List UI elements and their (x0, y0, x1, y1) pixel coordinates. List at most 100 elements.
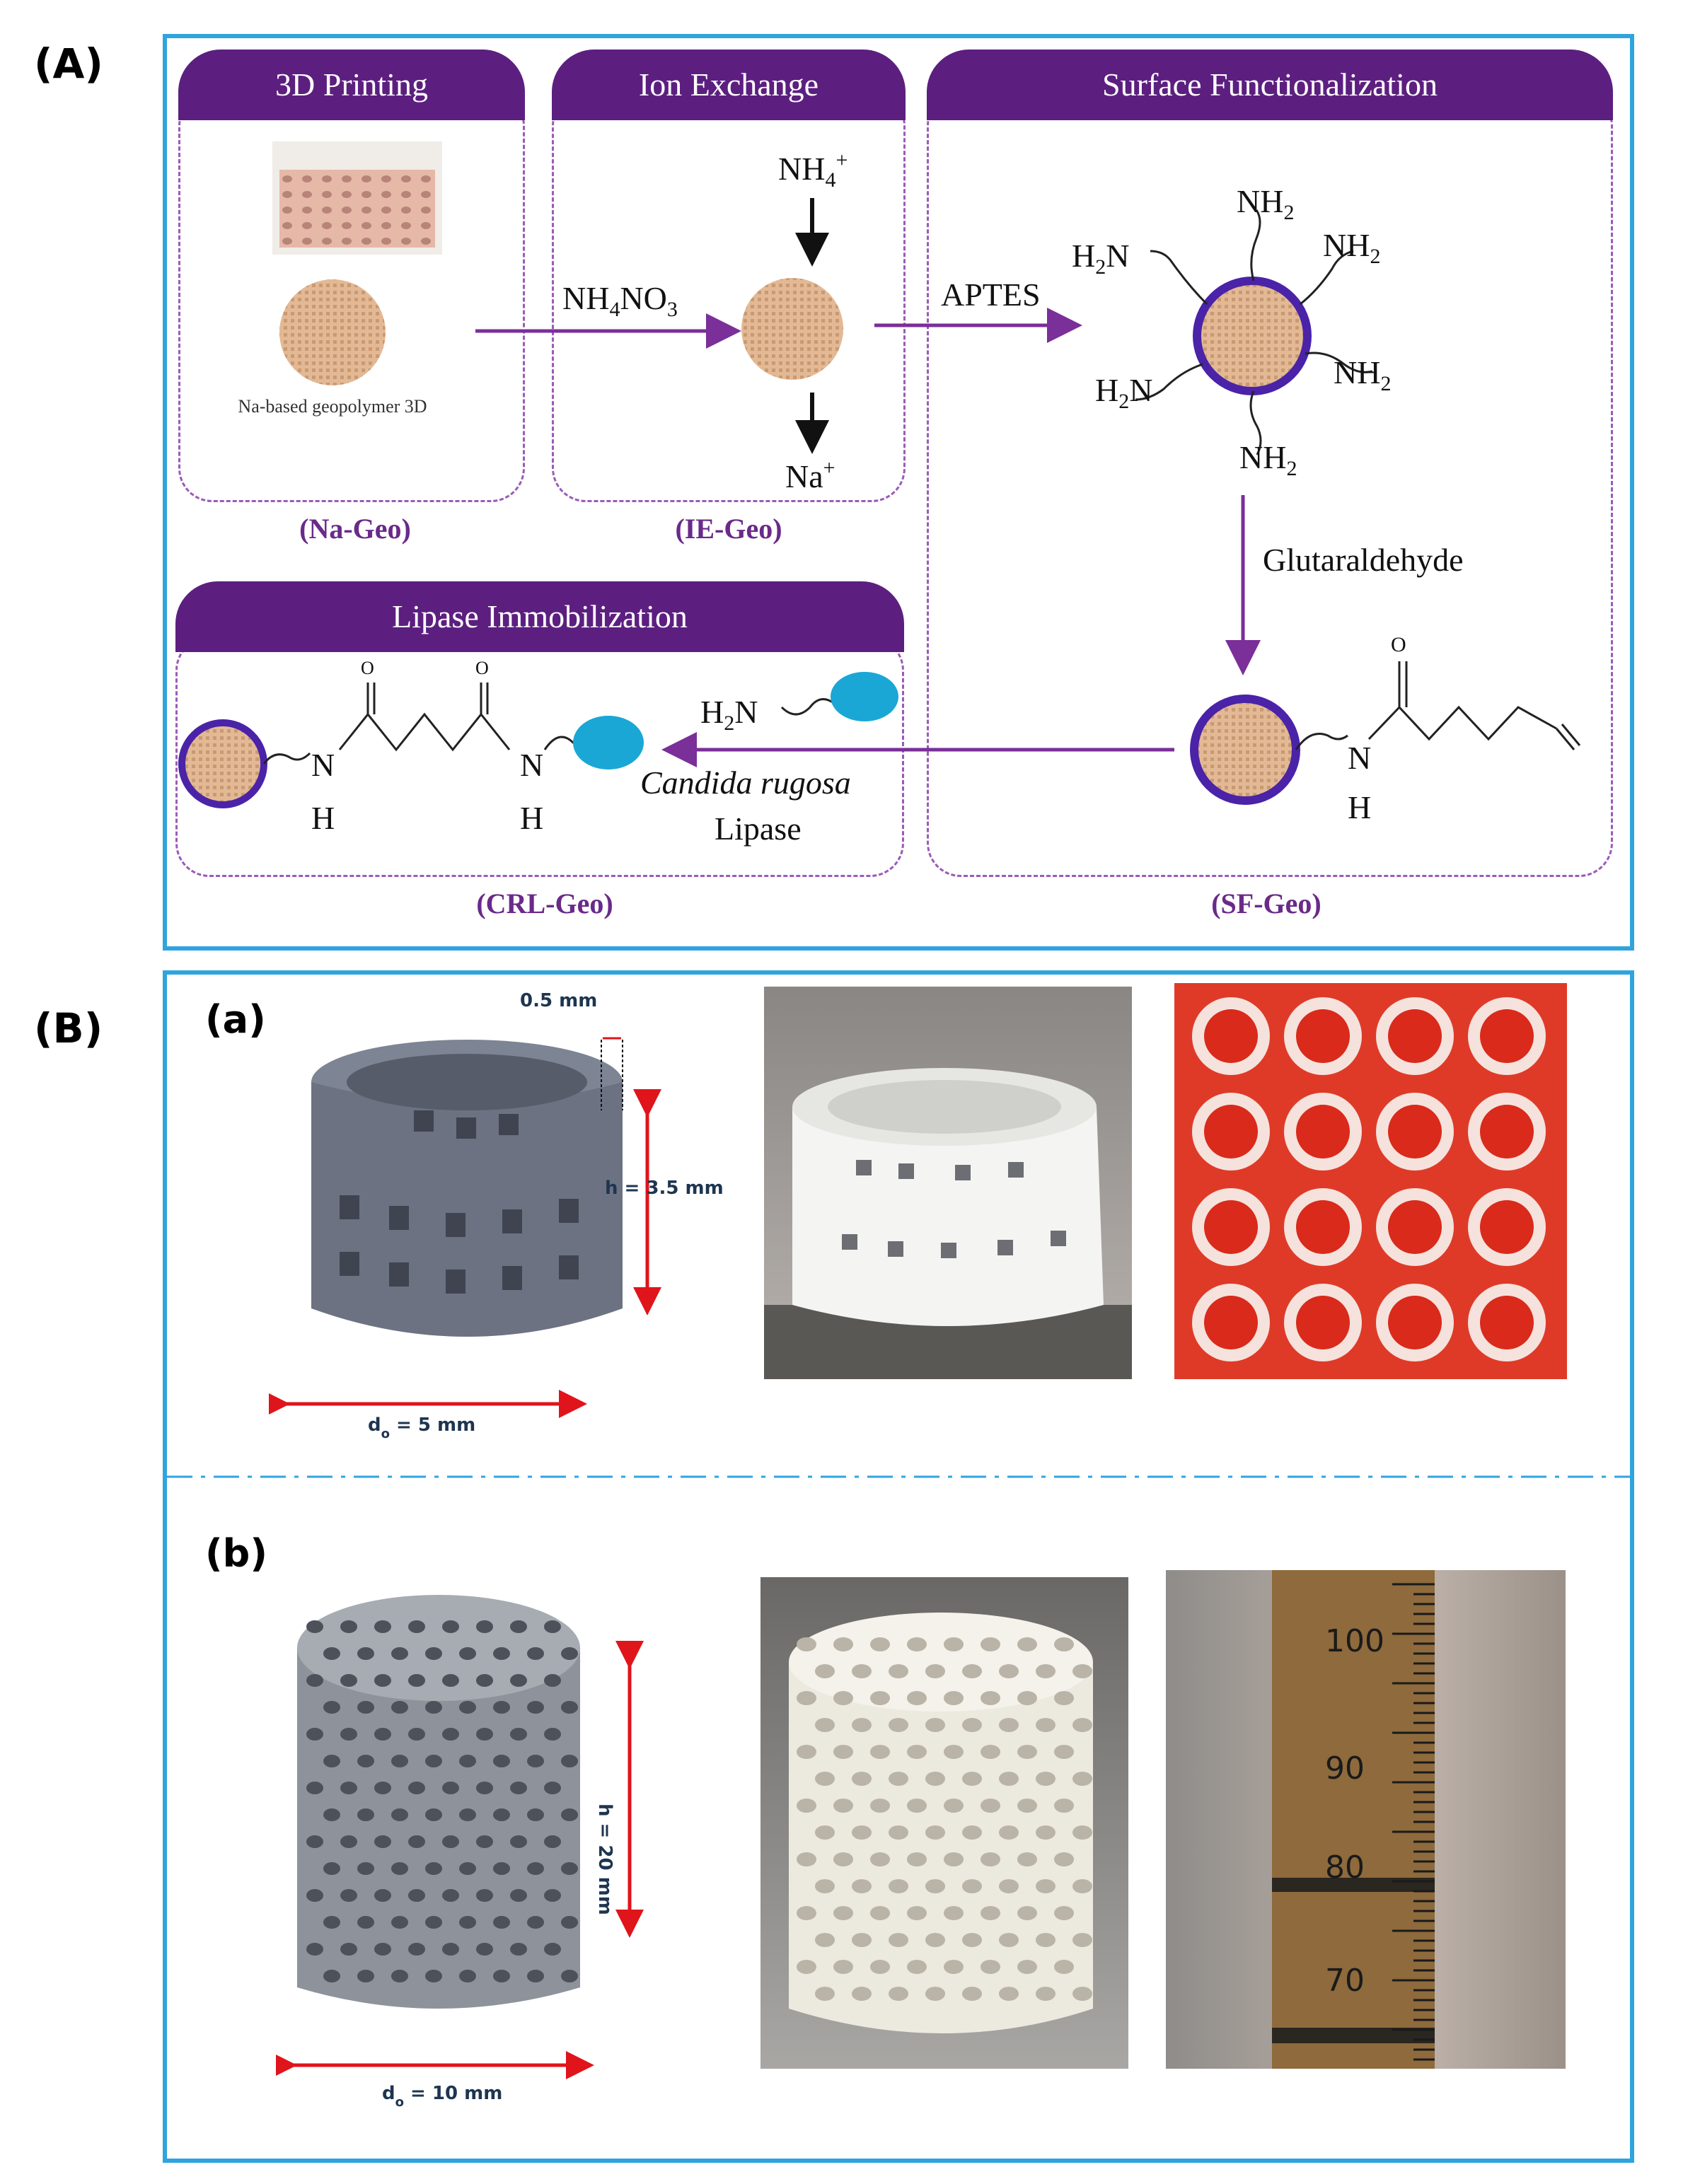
lattice-hole (1054, 1799, 1074, 1813)
glutaraldehyde-label: Glutaraldehyde (1263, 542, 1464, 578)
lattice-hole (306, 1728, 323, 1741)
lattice-hole (1054, 1852, 1074, 1866)
sf-o-label: O (1391, 633, 1406, 656)
lattice-hole (306, 1674, 323, 1687)
lattice-hole (999, 1718, 1019, 1732)
sf-geo-particle (1190, 661, 1581, 805)
nh4no3-label: NH4NO3 (562, 280, 678, 321)
caption-na-geo: (Na-Geo) (299, 513, 411, 545)
lattice-hole (425, 1916, 442, 1929)
lattice-hole (442, 1943, 459, 1956)
well-liquid (1388, 1009, 1442, 1063)
lattice-hole (1036, 1987, 1056, 2001)
well-liquid (1388, 1105, 1442, 1158)
lattice-hole (493, 1808, 510, 1821)
lattice-hole (833, 1960, 853, 1974)
caption-sf-geo: (SF-Geo) (1211, 888, 1321, 919)
crl-h1-label: H (311, 800, 335, 836)
sub-b-label: (b) (205, 1531, 268, 1576)
well-liquid (1296, 1009, 1350, 1063)
well-liquid (1388, 1296, 1442, 1349)
well-liquid (1388, 1200, 1442, 1254)
lattice-hole (476, 1943, 493, 1956)
lattice-hole (425, 1862, 442, 1875)
lattice-hole (340, 1674, 357, 1687)
lattice-hole (907, 1852, 927, 1866)
lattice-hole (425, 1647, 442, 1660)
lattice-hole (999, 1772, 1019, 1786)
sf-n-label: N (1348, 740, 1372, 776)
exchange-header: Ion Exchange (552, 50, 906, 120)
lattice-hole (357, 1916, 374, 1929)
lattice-hole (944, 1745, 964, 1759)
lattice-hole (1036, 1664, 1056, 1678)
crl-geo-product (178, 682, 644, 808)
enzyme-type-label: Lipase (715, 811, 802, 847)
lattice-hole (1017, 1960, 1037, 1974)
lattice-hole (1054, 1745, 1074, 1759)
height-a-label: h = 3.5 mm (605, 1178, 724, 1199)
lattice-hole (797, 1691, 816, 1705)
lattice-hole (374, 1889, 391, 1902)
lattice-hole (925, 1987, 945, 2001)
lattice-hole (1017, 1906, 1037, 1920)
lattice-hole (306, 1889, 323, 1902)
lattice-hole (391, 1647, 408, 1660)
crl-n2-label: N (520, 747, 544, 783)
lattice-hole (323, 1970, 340, 1982)
lattice-hole (493, 1755, 510, 1767)
nh2-bottom: NH2 (1239, 439, 1297, 480)
lattice-hole (544, 1674, 561, 1687)
lattice-hole (306, 1782, 323, 1794)
lattice-hole (510, 1782, 527, 1794)
panel-b-divider (167, 1475, 1630, 1478)
lattice-hole (374, 1835, 391, 1848)
lattice-hole (1036, 1879, 1056, 1893)
lattice-hole (493, 1862, 510, 1875)
lattice-hole (306, 1943, 323, 1956)
lattice-hole (357, 1862, 374, 1875)
cylinder-photo: 100 90 80 70 (1166, 1570, 1566, 2069)
lattice-hole (391, 1808, 408, 1821)
lattice-hole (323, 1701, 340, 1714)
lattice-hole (981, 1745, 1000, 1759)
lattice-hole (493, 1701, 510, 1714)
lattice-hole (797, 1906, 816, 1920)
lattice-hole (476, 1835, 493, 1848)
na-geo-disc (279, 279, 386, 385)
lattice-hole (561, 1808, 578, 1821)
lattice-hole (944, 1906, 964, 1920)
lattice-hole (925, 1718, 945, 1732)
lattice-hole (459, 1916, 476, 1929)
caption-crl-geo: (CRL-Geo) (476, 888, 613, 919)
lattice-hole (510, 1674, 527, 1687)
lattice-hole (323, 1862, 340, 1875)
lattice-hole (852, 1772, 872, 1786)
lattice-hole (510, 1943, 527, 1956)
lattice-hole (833, 1799, 853, 1813)
lattice-hole (442, 1782, 459, 1794)
diameter-a-label: do = 5 mm (368, 1415, 476, 1441)
lattice-hole (459, 1970, 476, 1982)
lattice-hole (459, 1755, 476, 1767)
crl-n1-label: N (311, 747, 335, 783)
crl-h2-label: H (520, 800, 544, 836)
lattice-hole (815, 1987, 835, 2001)
lattice-hole (425, 1808, 442, 1821)
lattice-hole (408, 1782, 425, 1794)
lattice-hole (493, 1916, 510, 1929)
lattice-hole (889, 1772, 908, 1786)
lattice-hole (391, 1701, 408, 1714)
nh4-plus-label: NH4+ (778, 149, 848, 192)
lattice-hole (476, 1728, 493, 1741)
lattice-hole (510, 1620, 527, 1633)
lattice-hole (962, 1825, 982, 1840)
well-liquid (1204, 1105, 1258, 1158)
panel-b-frame (163, 970, 1634, 2163)
lattice-hole (889, 1933, 908, 1947)
lattice-hole (999, 1987, 1019, 2001)
lattice-hole (340, 1620, 357, 1633)
lattice-hole (962, 1718, 982, 1732)
well-plate-photo (1174, 983, 1567, 1379)
lattice-hole (852, 1933, 872, 1947)
